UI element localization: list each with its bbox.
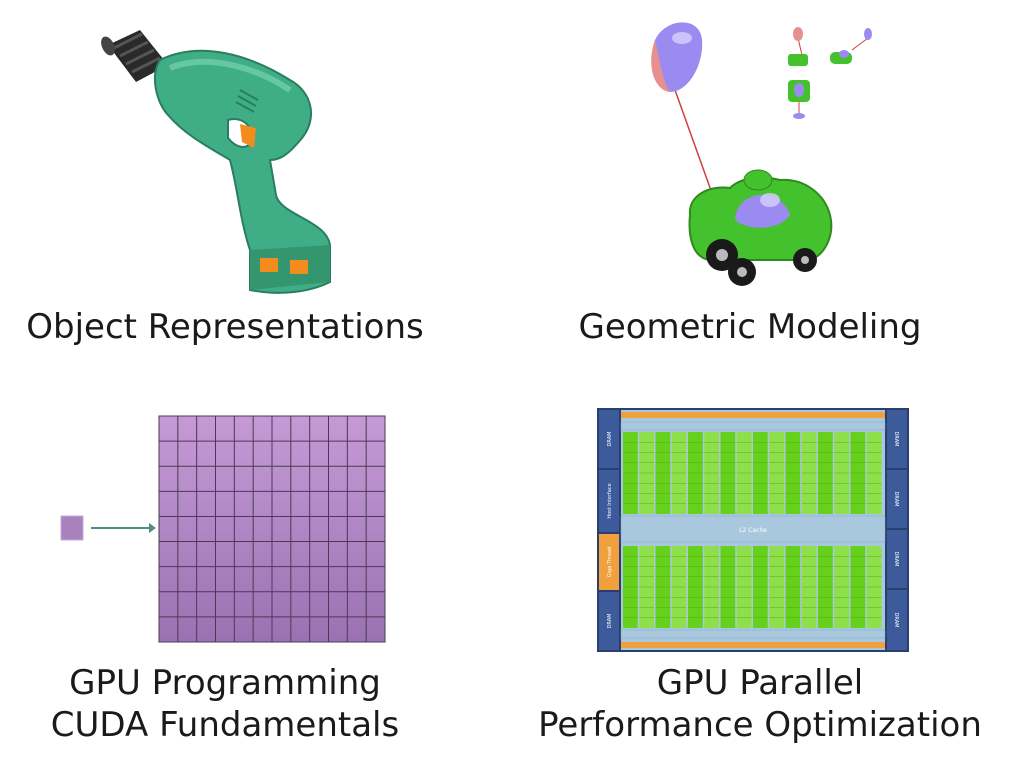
drill-icon — [101, 30, 331, 294]
thumbnail-views — [788, 27, 872, 119]
drill-illustration — [90, 20, 350, 300]
host-interface-label: Host Interface — [607, 483, 613, 518]
toy-car — [688, 169, 833, 286]
dram-label-left-bottom: DRAM — [607, 614, 613, 629]
caption-object-representations: Object Representations — [20, 306, 430, 348]
giga-thread-block — [599, 534, 619, 590]
dram-block-left-bottom — [599, 592, 619, 650]
caption-gpu-parallel: GPU Parallel Performance Optimization — [535, 662, 985, 746]
caption-gpu-programming-line1: GPU Programming — [69, 663, 381, 703]
dram-block-right-1 — [887, 410, 907, 468]
dram-label-right-4: DRAM — [893, 613, 899, 628]
dram-block-right-2 — [887, 470, 907, 528]
l2-cache-label: L2 Cache — [739, 527, 767, 534]
arrow-head-icon — [149, 523, 156, 533]
caption-gpu-parallel-line2: Performance Optimization — [538, 705, 982, 745]
drill-body — [153, 49, 331, 294]
dram-block-left-top — [599, 410, 619, 468]
caption-geometric-modeling: Geometric Modeling — [545, 306, 955, 348]
host-interface-block — [599, 470, 619, 532]
dram-label-left-top: DRAM — [607, 432, 613, 447]
balloon-icon — [651, 22, 703, 92]
caption-gpu-parallel-line1: GPU Parallel — [656, 663, 864, 703]
caption-gpu-programming-line2: CUDA Fundamentals — [50, 705, 400, 745]
dram-label-right-1: DRAM — [893, 432, 899, 447]
car-icon — [651, 22, 872, 286]
sm-array-bottom — [623, 546, 882, 628]
gpu-die-icon: L2 Cache DRAM Host Interface Giga Thread… — [597, 408, 909, 652]
gpu-die-diagram: L2 Cache DRAM Host Interface Giga Thread… — [597, 408, 909, 652]
thread-grid-diagram — [60, 415, 386, 643]
dram-label-right-3: DRAM — [893, 552, 899, 567]
drill-clip-right — [290, 260, 308, 274]
geometric-modeling-illustration — [630, 10, 890, 300]
caption-object-text: Object Representations — [26, 307, 424, 347]
giga-thread-label: Giga Thread — [607, 547, 613, 578]
drill-trigger — [240, 124, 256, 148]
drill-chuck — [101, 30, 168, 82]
sm-array-top — [623, 432, 882, 514]
dram-block-right-3 — [887, 530, 907, 588]
dram-block-right-4 — [887, 590, 907, 650]
drill-clip-left — [260, 258, 278, 272]
single-thread-block — [60, 515, 84, 541]
caption-gpu-programming: GPU Programming CUDA Fundamentals — [20, 662, 430, 746]
caption-geometric-text: Geometric Modeling — [578, 307, 922, 347]
dram-label-right-2: DRAM — [893, 492, 899, 507]
l2-cache-block — [620, 515, 886, 543]
gpu-programming-illustration — [55, 410, 395, 650]
